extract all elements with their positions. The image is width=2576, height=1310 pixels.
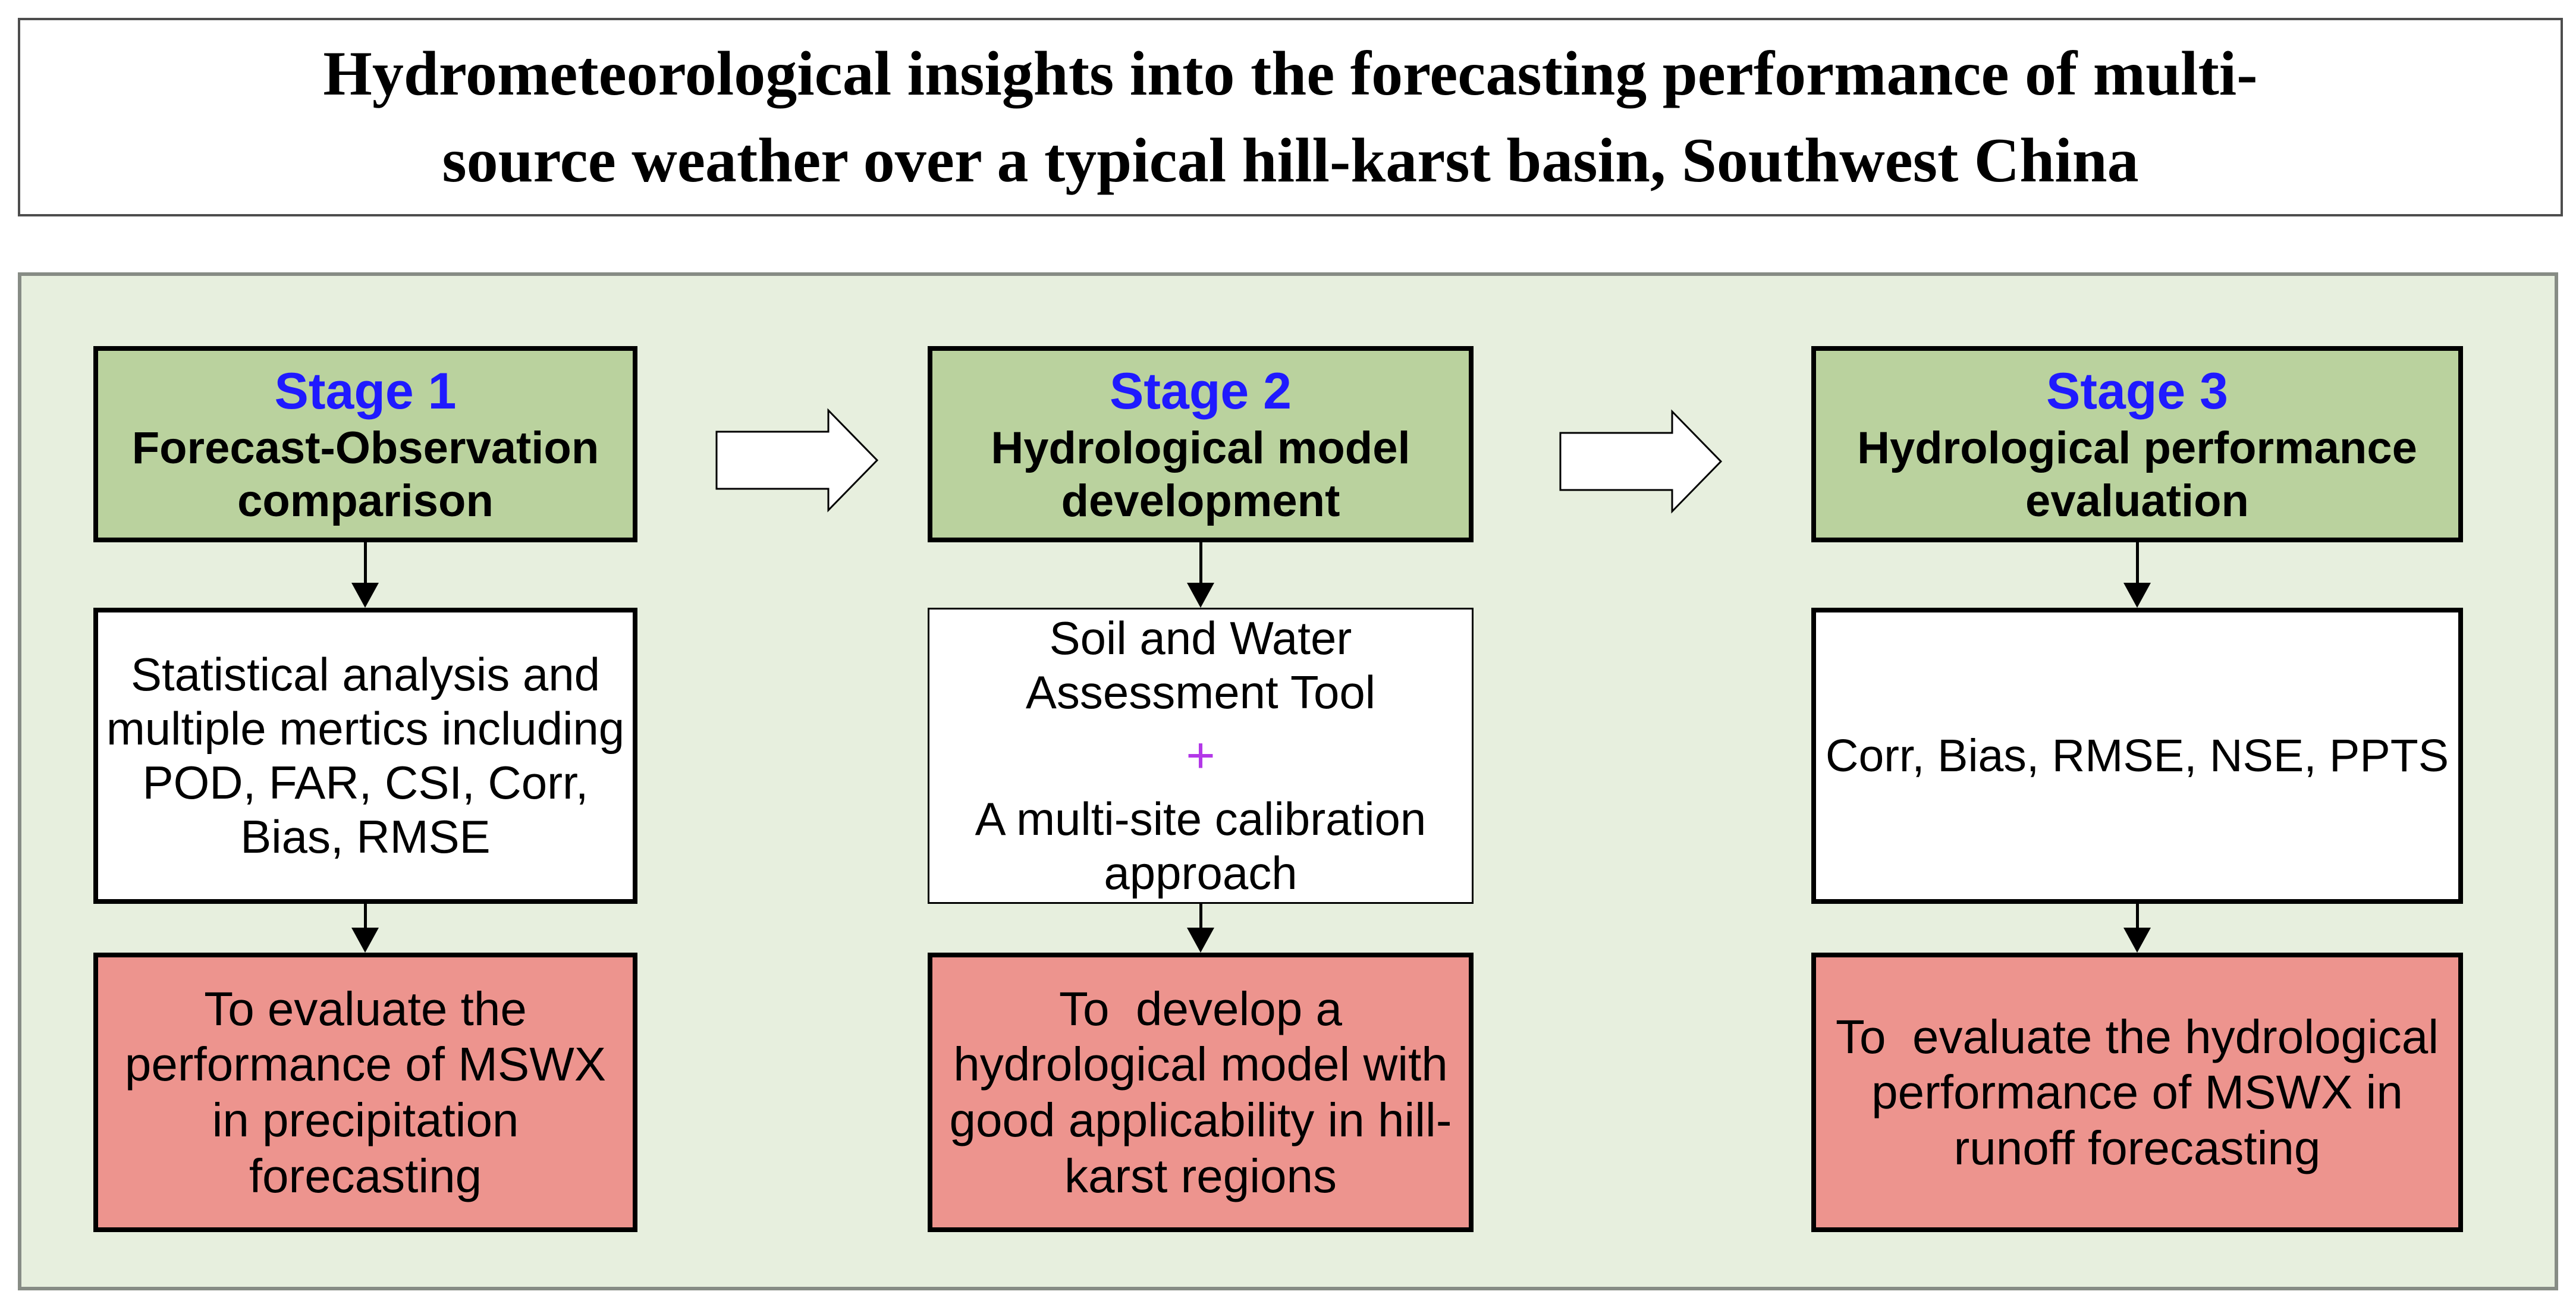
stage3-subtitle: Hydrological performance evaluation xyxy=(1857,423,2417,526)
down-arrow-icon xyxy=(1187,904,1214,953)
stage1-header-box: Stage 1 Forecast-Observation comparison xyxy=(93,346,637,542)
page-title-line-2: source weather over a typical hill-karst… xyxy=(442,125,2139,195)
plus-icon: + xyxy=(1186,727,1215,784)
stage2-subtitle: Hydrological model development xyxy=(991,423,1410,526)
stage1-method-box: Statistical analysis and multiple mertic… xyxy=(93,608,637,904)
stage3-method-box: Corr, Bias, RMSE, NSE, PPTS xyxy=(1811,608,2463,904)
down-arrow-icon xyxy=(351,542,379,608)
stage2-goal-box: To develop a hydrological model with goo… xyxy=(928,953,1474,1232)
right-arrow-icon xyxy=(1559,409,1723,514)
stage3-goal-box: To evaluate the hydrological performance… xyxy=(1811,953,2463,1232)
stage2-label: Stage 2 xyxy=(1110,363,1292,420)
down-arrow-icon xyxy=(1187,542,1214,608)
stage1-label: Stage 1 xyxy=(274,363,457,420)
stage1-goal-text: To evaluate the performance of MSWX in p… xyxy=(124,982,607,1202)
stage3-label: Stage 3 xyxy=(2046,363,2228,420)
down-arrow-icon xyxy=(2123,904,2151,953)
down-arrow-icon xyxy=(351,904,379,953)
stage1-subtitle: Forecast-Observation comparison xyxy=(131,423,599,526)
stage2-method-part1: Soil and Water Assessment Tool xyxy=(1025,611,1376,718)
title-box: Hydrometeorological insights into the fo… xyxy=(18,18,2563,216)
page-title-line-1: Hydrometeorological insights into the fo… xyxy=(323,38,2258,108)
stage2-method-part2: A multi-site calibration approach xyxy=(975,792,1427,900)
stage3-header-box: Stage 3 Hydrological performance evaluat… xyxy=(1811,346,2463,542)
right-arrow-icon xyxy=(715,408,879,513)
stage1-goal-box: To evaluate the performance of MSWX in p… xyxy=(93,953,637,1232)
down-arrow-icon xyxy=(2123,542,2151,608)
stage3-goal-text: To evaluate the hydrological performance… xyxy=(1836,1010,2439,1174)
stage1-method-text: Statistical analysis and multiple mertic… xyxy=(106,648,625,863)
stage3-method-text: Corr, Bias, RMSE, NSE, PPTS xyxy=(1825,730,2449,781)
stage2-header-box: Stage 2 Hydrological model development xyxy=(928,346,1474,542)
stage2-method-box: Soil and Water Assessment Tool + A multi… xyxy=(928,608,1474,904)
stage2-goal-text: To develop a hydrological model with goo… xyxy=(949,982,1452,1202)
